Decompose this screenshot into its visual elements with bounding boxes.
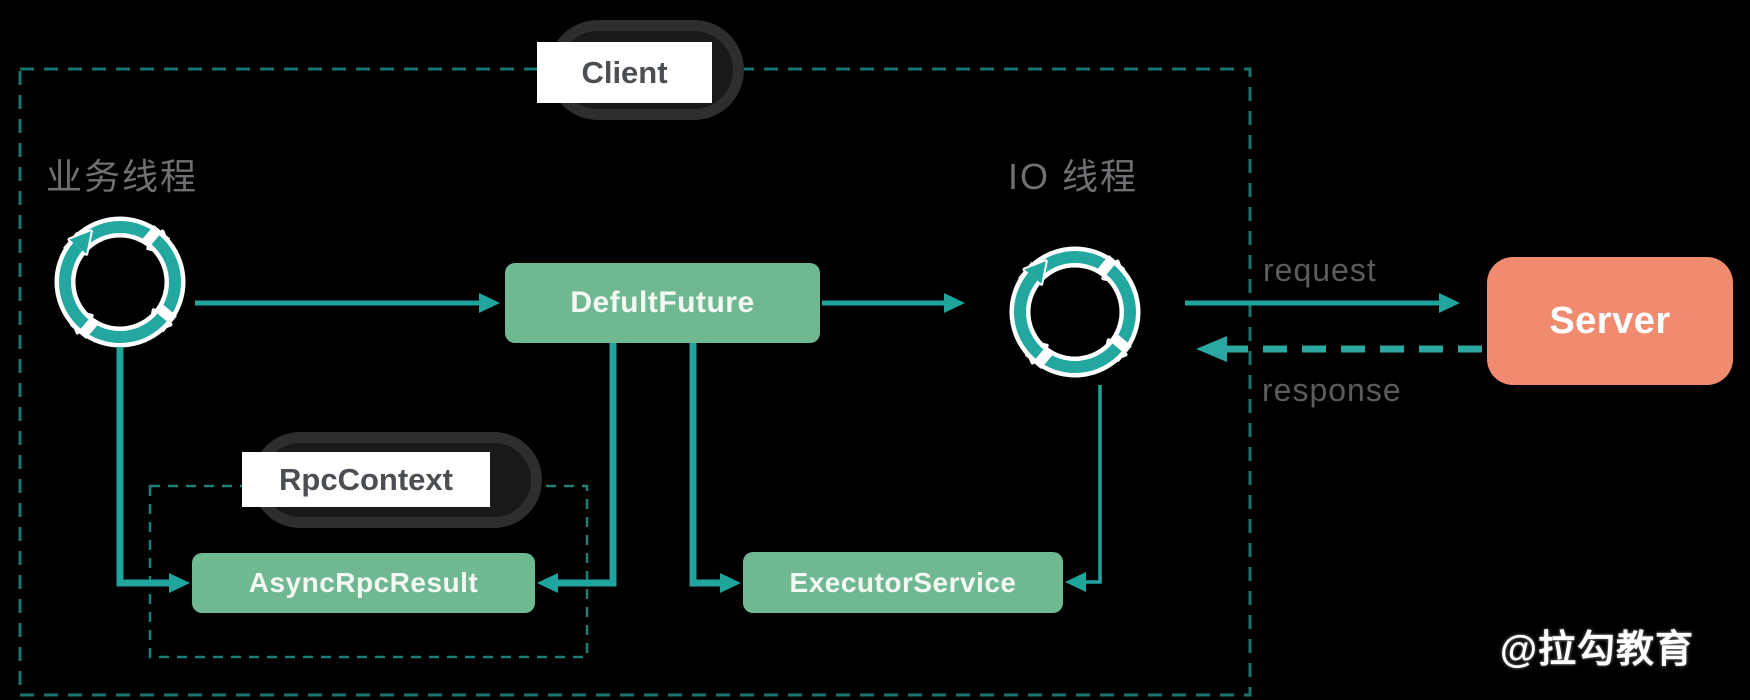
arrow-io-to-executorservice [1065, 385, 1102, 592]
response-arrow-label: response [1262, 372, 1402, 408]
watermark: @拉勾教育 [1500, 629, 1695, 671]
arrow-defaultfuture-to-asyncrpcresult [537, 343, 617, 593]
client-tag-label: Client [537, 42, 712, 103]
arrow-defaultfuture-to-executorservice [689, 343, 741, 593]
business-thread-cycle-icon [65, 227, 175, 337]
business-thread-label: 业务线程 [46, 156, 199, 197]
arrow-business-to-asyncrpcresult [116, 347, 190, 593]
async-rpc-result-node: AsyncRpcResult [192, 553, 535, 613]
io-thread-cycle-icon [1020, 257, 1130, 367]
request-arrow-label: request [1263, 252, 1377, 288]
executor-service-node: ExecutorService [743, 552, 1063, 613]
server-node: Server [1487, 257, 1733, 385]
rpc-context-tag-label: RpcContext [242, 452, 490, 507]
client-dashed-boundary [18, 67, 1252, 697]
io-thread-label: IO 线程 [1008, 156, 1139, 197]
default-future-node: DefultFuture [505, 263, 820, 343]
